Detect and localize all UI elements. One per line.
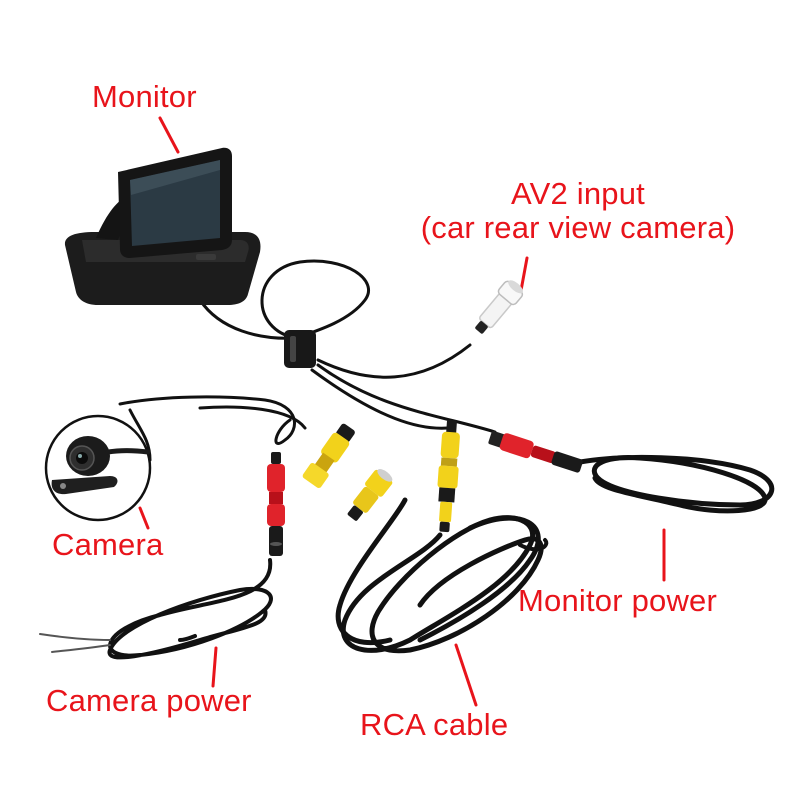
camera-mount-hole bbox=[60, 483, 66, 489]
av2-branch-cable bbox=[316, 343, 472, 379]
label-rca-cable: RCA cable bbox=[360, 707, 509, 742]
splitter bbox=[284, 330, 316, 368]
rca-coil bbox=[340, 515, 544, 654]
monitor-screen-glare bbox=[130, 160, 220, 195]
rca-coil-2 bbox=[335, 497, 541, 646]
leader-camera bbox=[138, 506, 150, 530]
camera-power-plug-icon bbox=[267, 452, 285, 556]
monitor-icon bbox=[64, 147, 261, 305]
camera-power-coil bbox=[107, 558, 273, 660]
leader-lines bbox=[138, 116, 666, 707]
rca-cable-tail bbox=[518, 538, 549, 552]
camera-power-wires bbox=[39, 633, 111, 653]
camera-lens-glint bbox=[78, 454, 82, 458]
label-camera: Camera bbox=[52, 527, 164, 562]
label-monitor-power: Monitor power bbox=[518, 583, 718, 618]
camera-inset bbox=[44, 414, 152, 522]
av2-white-plug-icon bbox=[475, 280, 524, 334]
camera-lens bbox=[76, 452, 88, 464]
leader-camera-power bbox=[211, 646, 218, 688]
rca-yellow-plug-left-icon bbox=[302, 423, 355, 488]
video-branch-cable bbox=[310, 368, 450, 430]
splitter-highlight bbox=[290, 336, 296, 362]
camera-icon bbox=[51, 436, 151, 495]
splitter-body bbox=[284, 330, 316, 368]
rca-yellow-plug-right-icon bbox=[437, 419, 460, 533]
monitor-loop-cable bbox=[260, 259, 370, 340]
leader-rca-cable bbox=[454, 643, 478, 707]
label-monitor: Monitor bbox=[92, 79, 197, 114]
camera-lead-cable bbox=[118, 395, 296, 445]
leader-monitor bbox=[158, 116, 180, 154]
camera-lead-cable-2 bbox=[198, 405, 307, 430]
label-av2-line1: AV2 input bbox=[511, 176, 645, 211]
power-branch-cable bbox=[316, 363, 497, 434]
monitor-power-coil bbox=[577, 454, 775, 514]
label-av2-line2: (car rear view camera) bbox=[420, 210, 736, 245]
camera-cable-stub bbox=[105, 448, 151, 455]
camera-power-end bbox=[178, 634, 197, 642]
monitor-button bbox=[196, 254, 216, 260]
rca-yellow-plug-mid-icon bbox=[347, 469, 393, 521]
monitor-power-plug-icon bbox=[488, 430, 583, 473]
label-camera-power: Camera power bbox=[46, 683, 252, 718]
camera-bracket bbox=[51, 476, 118, 495]
